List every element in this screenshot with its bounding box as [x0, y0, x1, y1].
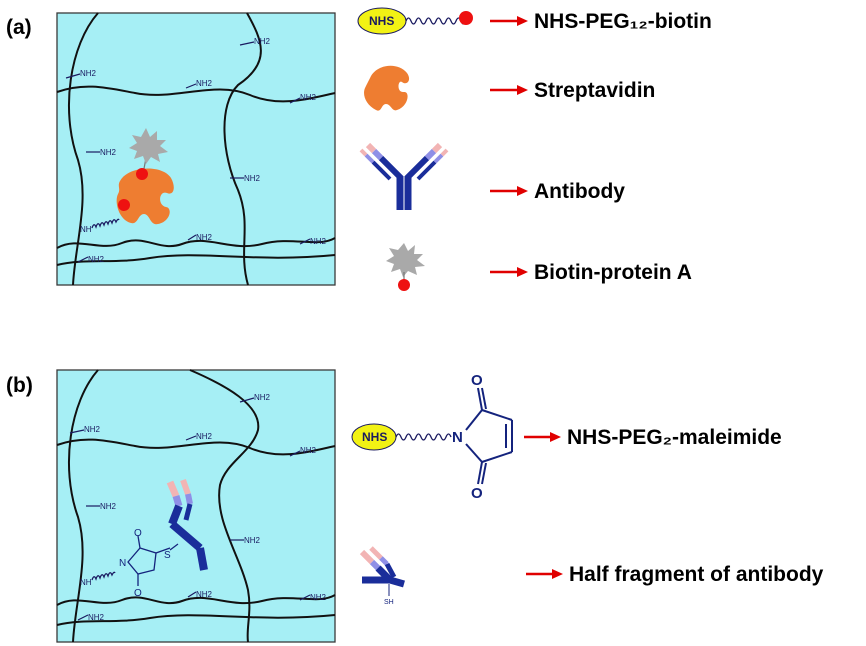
amine-label: NH2 [196, 432, 213, 441]
amine-label: NH2 [300, 93, 317, 102]
nhs-label: NHS [369, 14, 394, 28]
legend-arrowhead [552, 569, 563, 579]
legend-biotin-protein-a: Biotin-protein A [386, 243, 692, 291]
amine-label: NH2 [254, 393, 271, 402]
maleimide-oxygen: O [471, 372, 483, 389]
amine-groups: NH2 NH2 NH2 NH2 NH2 NH2 NH2 NH2 NH2 [69, 393, 327, 622]
streptavidin-icon [116, 168, 174, 225]
protein-a-icon [129, 128, 168, 164]
amine-label: NH2 [100, 148, 117, 157]
amine-label: NH2 [244, 174, 261, 183]
immobilized-fragment: NH N O O S [80, 478, 208, 599]
biotin-icon [459, 11, 473, 25]
ring-oxygen: O [134, 528, 142, 539]
peg-linker [91, 571, 116, 581]
streptavidin-icon [364, 65, 410, 111]
succinimide-ring [127, 535, 171, 586]
half-fragment-bound [166, 478, 208, 571]
amine-label: NH2 [310, 237, 327, 246]
thiol-label: SH [384, 599, 394, 606]
hydrogel-background [56, 12, 336, 286]
biotin-icon [398, 279, 410, 291]
maleimide-nitrogen: N [452, 429, 463, 446]
legend-label: Biotin-protein A [534, 261, 692, 284]
legend-antibody: Antibody [361, 145, 625, 210]
immobilized-complex: NH [80, 128, 174, 234]
peg-chain-icon [405, 17, 466, 25]
biotin-icon [118, 199, 130, 211]
amine-label: NH2 [100, 502, 117, 511]
surface-linker-label: NH [80, 578, 92, 587]
protein-a-icon [386, 243, 425, 277]
amine-groups: NH2 NH2 NH2 NH2 NH2 NH2 NH2 NH2 NH2 [65, 37, 327, 264]
half-fragment-icon [362, 548, 404, 584]
amine-label: NH2 [196, 590, 213, 599]
amine-label: NH2 [310, 593, 327, 602]
legend-nhs-peg12-biotin: NHS NHS-PEG₁₂-biotin [357, 7, 712, 35]
peg-linker [91, 218, 120, 229]
antibody-icon [361, 145, 447, 210]
panel-a-label: (a) [6, 16, 32, 39]
legend-label: NHS-PEG₂-maleimide [567, 426, 782, 449]
amine-label: NH2 [300, 446, 317, 455]
amine-label: NH2 [88, 613, 105, 622]
nhs-label: NHS [362, 430, 387, 444]
amine-label: NH2 [80, 69, 97, 78]
legend-arrowhead [517, 16, 528, 26]
legend-arrowhead [517, 85, 528, 95]
ring-oxygen: O [134, 588, 142, 599]
amine-label: NH2 [244, 536, 261, 545]
legend-streptavidin: Streptavidin [364, 65, 655, 111]
hydrogel-panel-a: NH2 NH2 NH2 NH2 NH2 NH2 NH2 NH2 NH2 NH [56, 12, 336, 286]
maleimide-oxygen: O [471, 485, 483, 502]
ring-sulfur: S [164, 550, 171, 561]
legend-half-fragment: SH Half fragment of antibody [362, 548, 824, 606]
surface-linker-label: NH [80, 225, 92, 234]
amine-label: NH2 [254, 37, 271, 46]
amine-label: NH2 [84, 425, 101, 434]
legend-label: NHS-PEG₁₂-biotin [534, 10, 712, 33]
ring-nitrogen: N [119, 558, 126, 569]
legend-label: Streptavidin [534, 79, 655, 102]
peg-chain-icon [395, 433, 452, 441]
polymer-network [56, 12, 336, 286]
legend-nhs-peg2-maleimide: NHS N O O NHS-PEG₂-maleimide [351, 372, 782, 502]
panel-b-label: (b) [6, 374, 33, 397]
amine-label: NH2 [196, 233, 213, 242]
hydrogel-background [56, 369, 336, 643]
legend-arrowhead [517, 267, 528, 277]
amine-label: NH2 [88, 255, 105, 264]
legend-label: Half fragment of antibody [569, 563, 824, 586]
amine-label: NH2 [196, 79, 213, 88]
legend-arrowhead [550, 432, 561, 442]
biotin-icon [136, 168, 148, 180]
maleimide-ring-icon [465, 387, 513, 485]
legend-label: Antibody [534, 180, 625, 203]
legend-arrowhead [517, 186, 528, 196]
hydrogel-panel-b: NH2 NH2 NH2 NH2 NH2 NH2 NH2 NH2 NH2 NH [56, 369, 336, 643]
